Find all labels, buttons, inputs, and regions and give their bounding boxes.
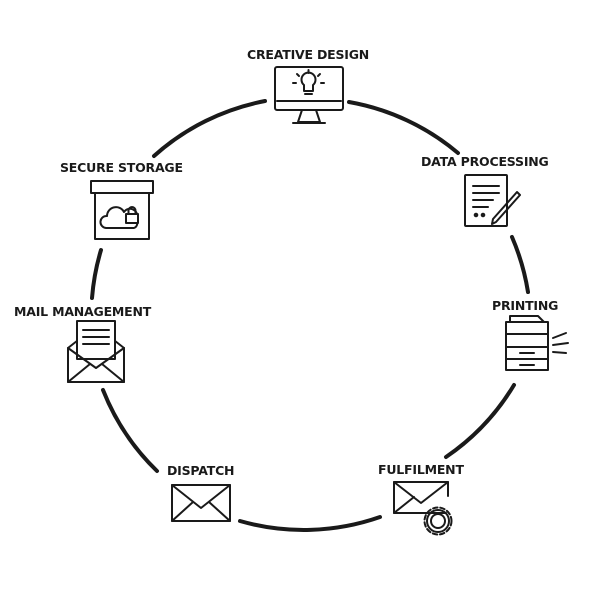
ring-segment-printing-to-fulfilment xyxy=(444,383,516,459)
ring-segment-data-to-printing xyxy=(510,235,530,294)
step-label-data-processing: DATA PROCESSING xyxy=(421,154,549,169)
cloud-lock-box-icon xyxy=(90,180,154,240)
ring-segment-storage-to-design xyxy=(152,99,267,158)
printer-icon xyxy=(505,315,569,371)
ring-segment-mail-to-storage xyxy=(90,248,103,300)
open-envelope-letter-icon xyxy=(67,320,125,383)
ring-segment-design-to-data xyxy=(347,100,460,155)
document-pen-icon xyxy=(464,174,521,227)
step-label-printing: PRINTING xyxy=(492,298,559,313)
step-label-secure-storage: SECURE STORAGE xyxy=(60,160,183,175)
envelope-gear-icon xyxy=(393,481,453,536)
ring-segment-dispatch-to-mail xyxy=(101,388,159,473)
cycle-ring xyxy=(90,99,530,532)
step-label-dispatch: DISPATCH xyxy=(167,463,235,478)
step-label-mail-management: MAIL MANAGEMENT xyxy=(14,304,152,319)
ring-segment-fulfilment-to-dispatch xyxy=(238,515,382,532)
envelope-icon xyxy=(171,484,231,522)
monitor-lightbulb-icon xyxy=(274,66,344,124)
step-label-creative-design: CREATIVE DESIGN xyxy=(247,47,370,62)
step-label-fulfilment: FULFILMENT xyxy=(378,462,464,477)
